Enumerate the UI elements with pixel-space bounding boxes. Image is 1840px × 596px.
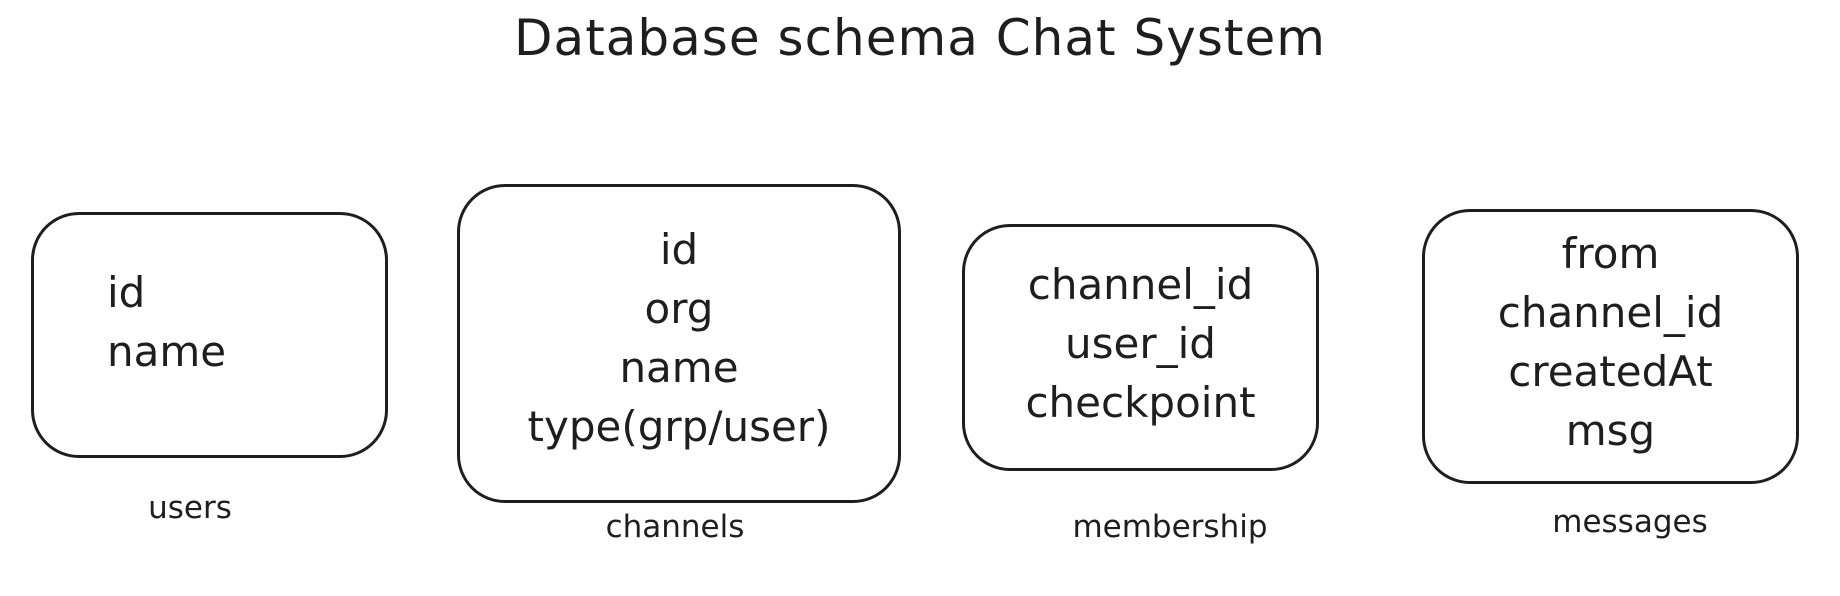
membership-field-list: channel_id user_id checkpoint	[962, 255, 1319, 432]
membership-field-checkpoint: checkpoint	[1025, 378, 1256, 427]
channels-table-label: channels	[605, 509, 745, 545]
messages-field-channel-id: channel_id	[1497, 288, 1724, 337]
users-table-box	[31, 212, 388, 458]
membership-table-label: membership	[1072, 509, 1268, 545]
channels-field-id: id	[659, 225, 699, 274]
channels-field-type: type(grp/user)	[527, 402, 831, 451]
channels-table-box	[457, 184, 901, 503]
messages-field-msg: msg	[1565, 406, 1656, 455]
users-field-list: id name	[31, 263, 464, 381]
users-table-label: users	[148, 490, 232, 526]
users-field-name: name	[107, 327, 227, 376]
channels-field-list: id org name type(grp/user)	[457, 220, 901, 456]
channels-field-name: name	[619, 343, 739, 392]
channels-field-org: org	[644, 284, 714, 333]
diagram-title: Database schema Chat System	[514, 9, 1326, 67]
membership-field-user-id: user_id	[1065, 319, 1216, 368]
users-field-id: id	[107, 268, 146, 317]
messages-field-created-at: createdAt	[1508, 347, 1713, 396]
membership-field-channel-id: channel_id	[1027, 260, 1254, 309]
messages-field-list: from channel_id createdAt msg	[1422, 224, 1799, 460]
messages-field-from: from	[1561, 229, 1660, 278]
membership-table-box	[962, 224, 1319, 471]
messages-table-box	[1422, 209, 1799, 484]
messages-table-label: messages	[1552, 504, 1708, 540]
